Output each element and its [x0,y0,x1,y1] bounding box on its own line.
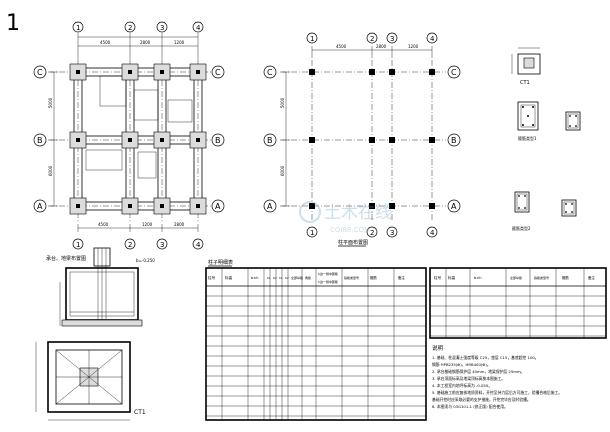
section-bottom-tag: CT1 [134,409,146,416]
fp-col-1-bottom: 1 [76,241,80,249]
note-line-8: 6. 本图须与 03G101-1 (修正版) 配合使用。 [432,404,508,409]
section-title: 承台、地梁布置图 [46,255,86,262]
fp-row-b-right: B [215,136,221,145]
note-line-7: 基础开挖时应采取必要的支护措施，开挖完毕应及时验槽。 [432,397,531,402]
column-plan: 4500 2800 1200 C B A C [263,32,461,247]
col-header-9: b边一侧中部筋 [318,271,338,276]
fp-row-a: A [37,202,43,211]
notes: 说明 1. 基础、柱混凝土强度等级 C25，垫层 C15，基底超挖 100。 钢… [432,344,562,409]
detail-label-2: 箍筋类型1 [518,135,537,141]
dim-bottom-3: 2800 [174,222,185,227]
cp-col-2-bottom: 2 [370,229,374,237]
fp-row-a-right: A [215,202,221,211]
cp-col-4-bottom: 4 [430,229,435,237]
foundation-plan: 4500 2800 1200 [33,21,225,250]
column-table-right: 柱号 标高 b×h 全部纵筋 箍筋类型号 箍筋 备注 [429,267,607,339]
foundation-dims-top: 4500 2800 1200 [77,33,199,58]
pile-caps [69,63,207,215]
col-header-7: 全部纵筋 [291,275,303,280]
cp-dim-top-1: 4500 [336,44,347,49]
fp-col-2-bottom: 2 [128,241,132,249]
col-header-0: 柱号 [208,275,216,280]
watermark: 土木在线 COI88.COM [299,201,392,234]
cp-row-b: B [267,136,273,145]
note-line-6: 5. 基础施工前应复核地质资料，开挖至持力层后方可施工，验槽合格后施工。 [432,390,562,395]
col-header-4: b2 [273,276,277,280]
cp-col-3: 3 [390,35,394,43]
col-header-1: 标高 [225,275,233,280]
fp-col-4: 4 [196,24,201,32]
rt-header-0: 柱号 [434,275,442,280]
fp-col-4-bottom: 4 [196,241,201,249]
col-header-8: 角筋 [305,275,311,280]
small-details: CT1 箍筋类型1 箍筋类型2 [511,47,581,231]
cp-col-3-bottom: 3 [390,229,394,237]
detail-label-1: CT1 [520,80,530,86]
column-plan-caption: 柱平面布置图 [338,239,368,246]
dim-bottom-2: 1200 [142,222,153,227]
section-detail: 承台、地梁布置图 b=-0.250 CT1 [35,247,155,421]
watermark-text: 土木在线 [324,203,392,223]
col-header-13: 备注 [398,275,405,280]
col-header-11: 箍筋类型号 [344,275,359,280]
cp-row-b-right: B [451,136,457,145]
rt-header-2: b×h [474,276,482,280]
dim-left-2: 6000 [48,165,53,176]
cp-dim-left-2: 6000 [280,165,285,176]
fp-col-2: 2 [128,24,132,32]
column-table: 柱子明细表 柱号 标高 b×h b1 b2 h1 h2 全部纵筋 角筋 b边一侧… [205,259,427,421]
cp-dim-top-3: 1200 [408,44,419,49]
dim-top-1: 4500 [100,40,111,45]
col-header-10: h边一侧中部筋 [318,279,338,284]
cp-col-4: 4 [430,35,435,43]
note-line-1: 1. 基础、柱混凝土强度等级 C25，垫层 C15，基底超挖 100。 [432,355,539,360]
rt-header-1: 标高 [448,275,456,280]
fp-row-b: B [37,136,43,145]
dim-bottom-1: 4500 [98,222,109,227]
watermark-sub: COI88.COM [330,226,370,234]
section-level-note: b=-0.250 [136,258,155,263]
cp-col-1-bottom: 1 [310,229,314,237]
sheet-number: 1 [6,11,20,36]
note-line-3: 2. 承台基础钢筋保护层 40mm，地梁保护层 25mm。 [432,369,524,374]
cp-col-1: 1 [310,35,314,43]
dim-top-2: 2800 [140,40,151,45]
dim-top-3: 1200 [174,40,185,45]
col-header-12: 箍筋 [370,275,377,280]
cp-row-c-right: C [451,68,457,77]
cp-row-c: C [267,68,273,77]
note-line-5: 4. 本工程室内地坪标高为 -0.050。 [432,383,492,388]
col-header-6: h2 [285,276,289,280]
col-header-2: b×h [251,276,259,280]
rt-header-7: 全部纵筋 [510,275,522,280]
rt-header-11: 箍筋类型号 [534,275,549,280]
fp-col-1: 1 [76,24,80,32]
detail-label-3: 箍筋类型2 [512,225,531,231]
cp-row-a-right: A [451,202,457,211]
rt-header-13: 备注 [588,275,595,280]
cp-dim-top-2: 2800 [376,44,387,49]
cp-col-2: 2 [370,35,374,43]
notes-title: 说明 [432,344,444,352]
fp-row-c: C [37,68,43,77]
column-table-title: 柱子明细表 [208,259,233,266]
dim-left-1: 5000 [48,97,53,108]
cp-row-a: A [267,202,273,211]
fp-col-3-bottom: 3 [160,241,164,249]
columns [309,69,435,209]
fp-row-c-right: C [215,68,221,77]
note-line-4: 3. 承台顶面标高及地梁顶标高按本图施工。 [432,376,505,381]
fp-col-3: 3 [160,24,164,32]
col-header-3: b1 [267,276,271,280]
col-header-5: h1 [279,276,283,280]
rt-header-12: 箍筋 [562,275,569,280]
note-line-2: 钢筋 HPB235(Φ)，HRB400(Φ)。 [432,362,491,367]
cp-dim-left-1: 5000 [280,97,285,108]
